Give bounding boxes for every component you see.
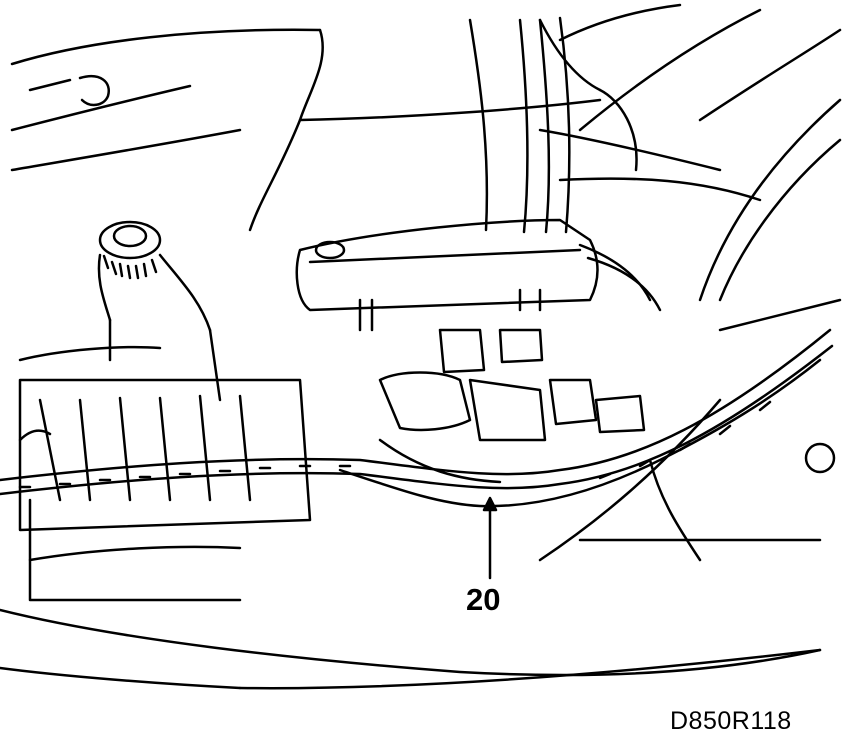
- figure-id-label: D850R118: [670, 707, 792, 735]
- engine-block-left: [18, 345, 312, 602]
- hose-vertical: [468, 3, 762, 234]
- body-panel-lower: [0, 608, 822, 690]
- callout-leader-20: [482, 496, 498, 580]
- connector-cluster: [378, 328, 646, 484]
- housing-lower-right: [538, 398, 822, 562]
- wire-harness-bundle: [0, 328, 834, 508]
- connector-box: [295, 218, 662, 332]
- housing-upper-right: [298, 18, 842, 474]
- reservoir-cap: [97, 220, 222, 402]
- callout-label-20: 20: [466, 582, 501, 617]
- fender-upper-left: [10, 28, 324, 232]
